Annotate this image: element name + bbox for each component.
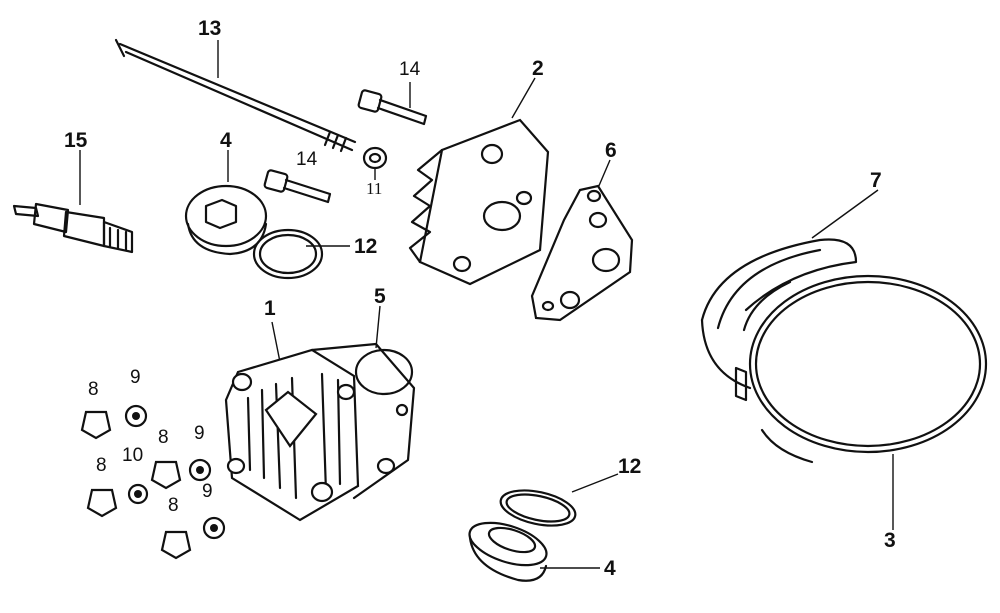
label-14-upper: 14: [399, 59, 421, 80]
label-1: 1: [264, 297, 276, 320]
washer-9-b: [188, 458, 212, 482]
label-15: 15: [64, 129, 88, 152]
nut-8-b: [150, 460, 182, 490]
label-14-lower: 14: [296, 149, 318, 170]
oil-cap-4-lower: [468, 521, 548, 582]
head-side-2: [408, 118, 550, 286]
label-9-a: 9: [130, 367, 141, 388]
label-8-d: 8: [168, 495, 179, 516]
head-gasket-5: [310, 342, 416, 500]
washer-9-a: [124, 404, 148, 428]
nut-8-a: [80, 410, 112, 440]
label-12-lower: 12: [618, 455, 642, 478]
washer-11: [362, 146, 388, 170]
spark-plug-15: [12, 202, 134, 254]
label-10: 10: [122, 445, 144, 466]
bolt-14-upper: [357, 89, 428, 126]
oil-cap-4-upper: [184, 184, 268, 256]
label-8-c: 8: [96, 455, 107, 476]
label-8-b: 8: [158, 427, 169, 448]
label-12-upper: 12: [354, 235, 378, 258]
label-9-b: 9: [194, 423, 205, 444]
label-7: 7: [870, 169, 882, 192]
label-5: 5: [374, 285, 386, 308]
washer-9-c: [202, 516, 226, 540]
o-ring-12-lower: [499, 489, 577, 527]
label-2: 2: [532, 57, 544, 80]
nut-8-c: [86, 488, 118, 518]
bolt-14-lower: [263, 169, 332, 204]
gasket-6: [530, 184, 634, 322]
leader-lines: [79, 40, 894, 569]
o-ring-12-upper: [252, 228, 324, 280]
label-6: 6: [605, 139, 617, 162]
label-4-lower: 4: [604, 557, 616, 580]
label-3: 3: [884, 529, 896, 552]
cylinder-head-1: [224, 348, 360, 522]
label-4-upper: 4: [220, 129, 232, 152]
stud-bolt-13: [114, 38, 357, 153]
label-11: 11: [366, 179, 383, 198]
label-9-c: 9: [202, 481, 213, 502]
washer-10: [127, 483, 149, 505]
cover-7-3: [700, 238, 988, 464]
label-8-a: 8: [88, 379, 99, 400]
label-13: 13: [198, 17, 222, 40]
nut-8-d: [160, 530, 192, 560]
